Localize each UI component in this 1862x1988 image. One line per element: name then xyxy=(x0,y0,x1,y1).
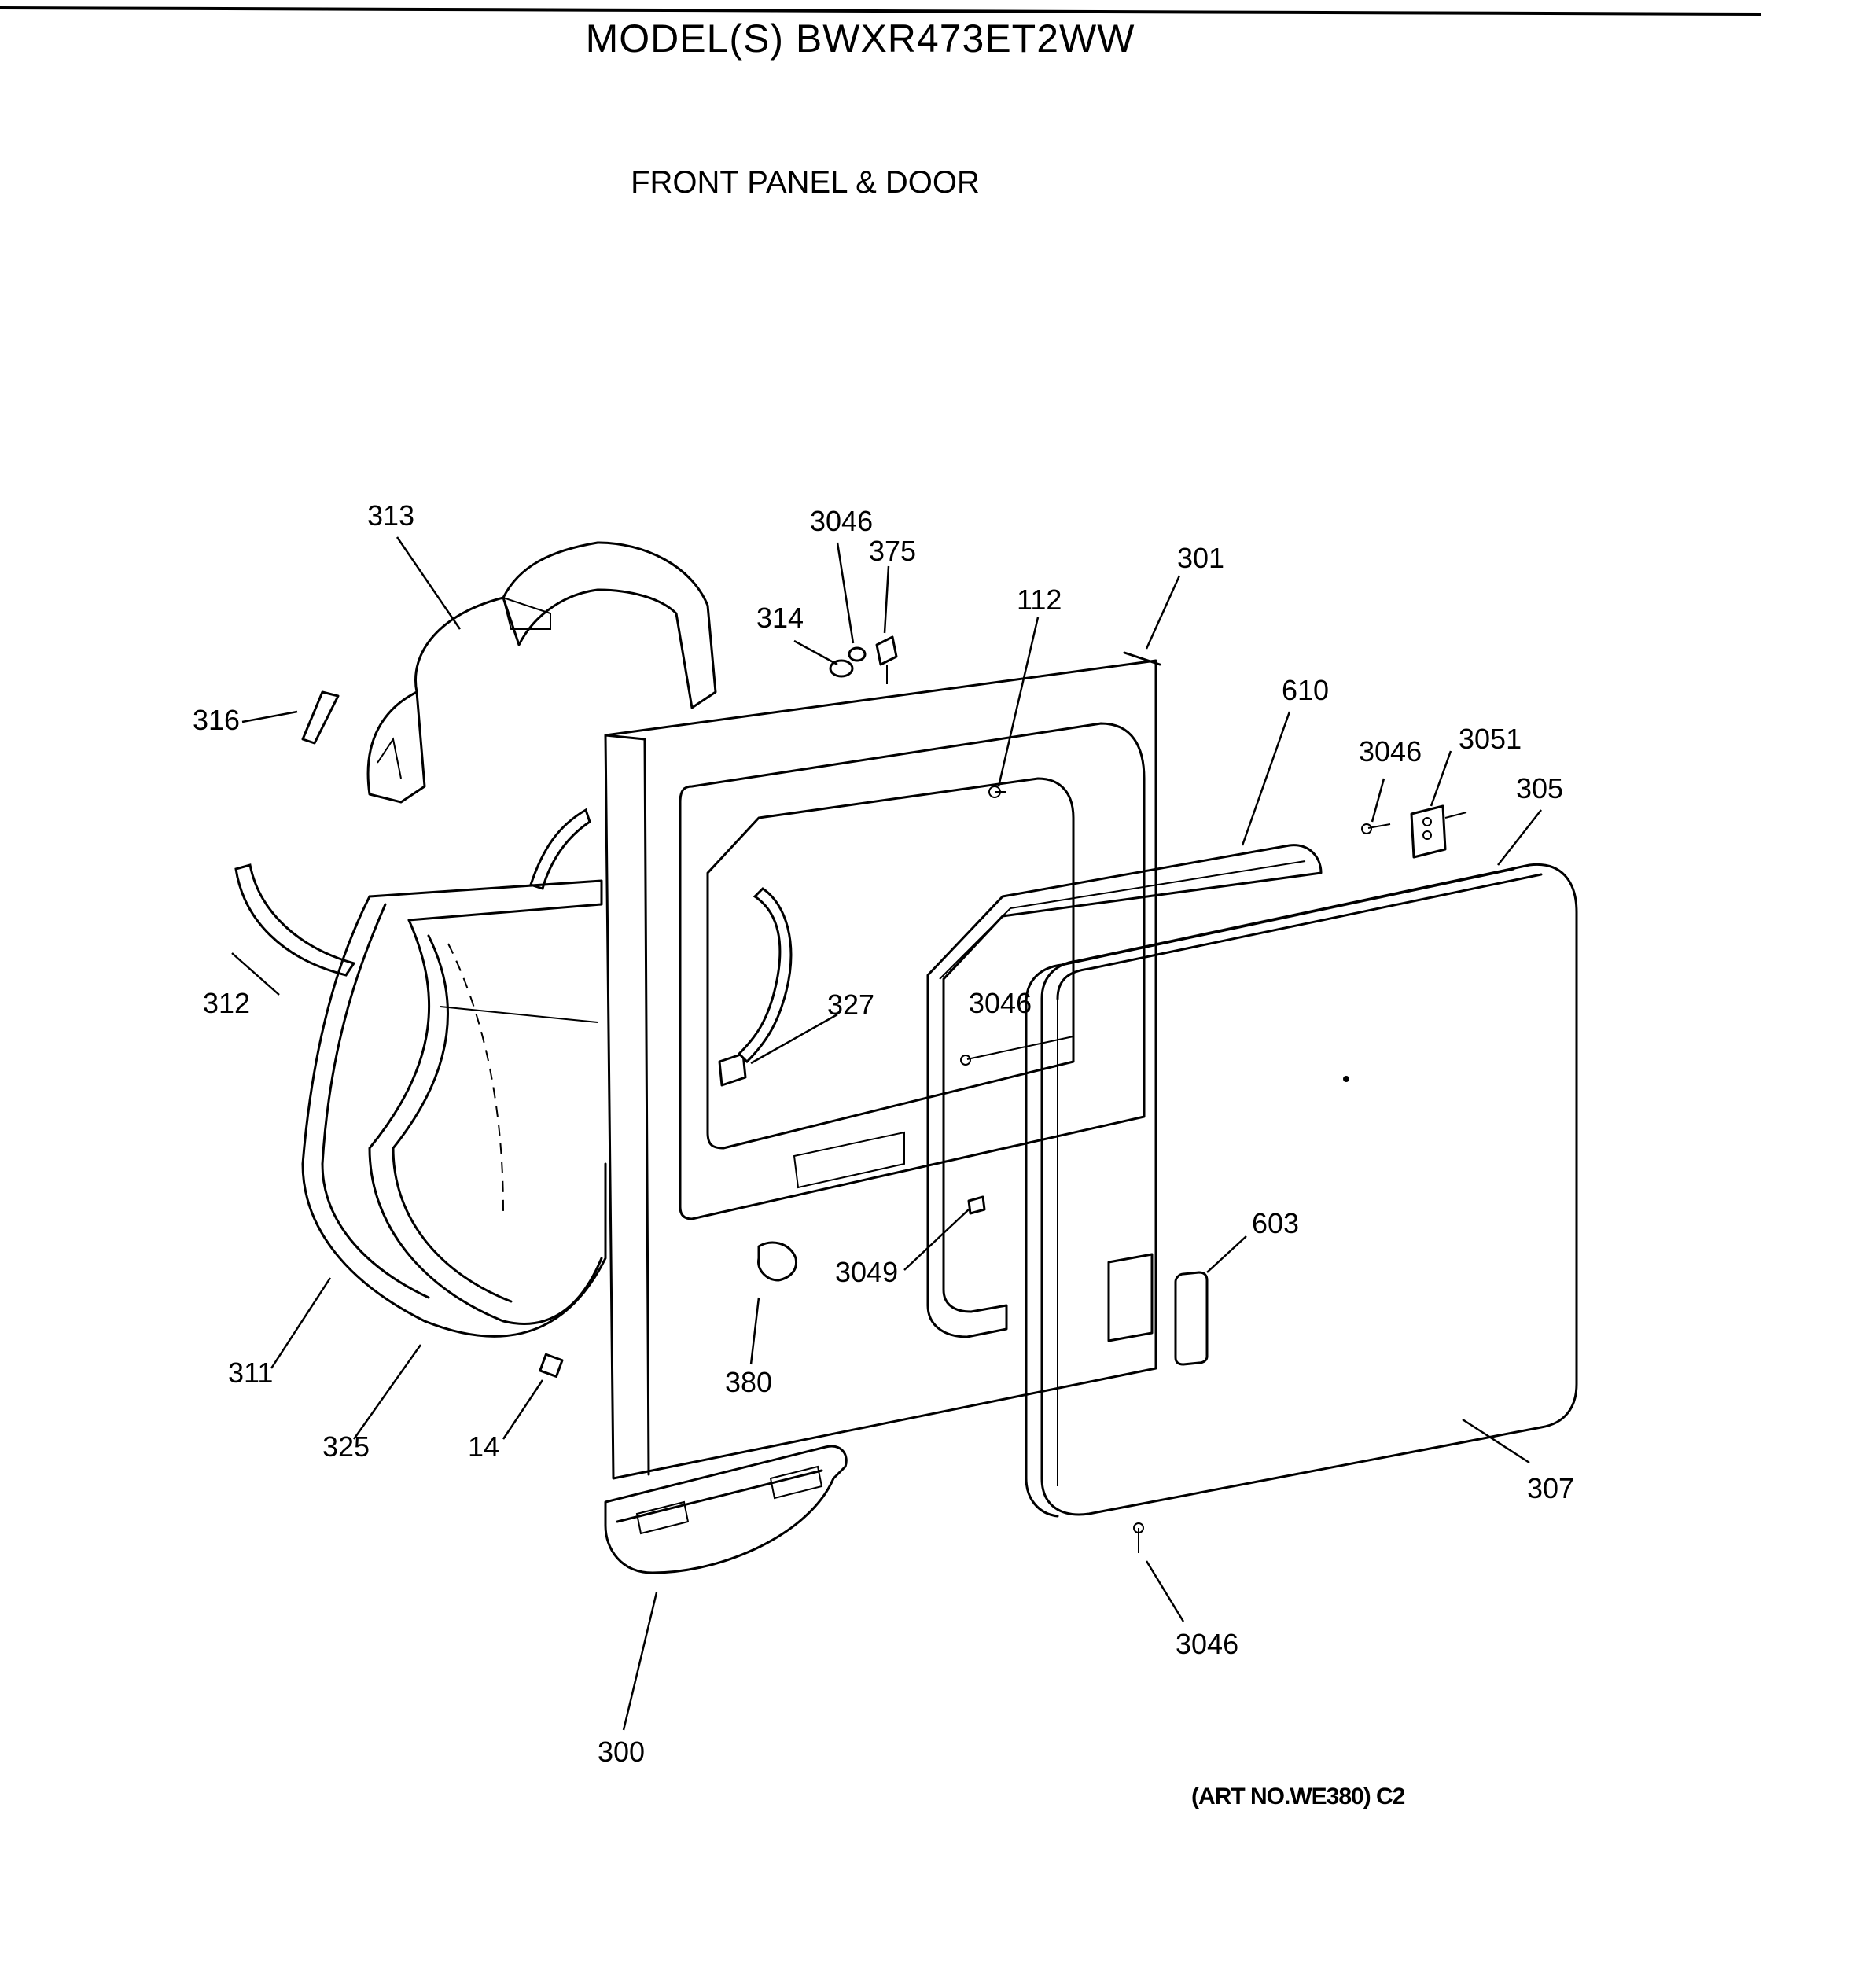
control-panel-icon xyxy=(604,1445,848,1574)
callout-375: 375 xyxy=(869,535,916,567)
callout-316: 316 xyxy=(193,704,240,736)
top-rule xyxy=(0,6,1762,16)
callout-327: 327 xyxy=(827,988,874,1021)
callout-380: 380 xyxy=(725,1366,772,1398)
callout-301: 301 xyxy=(1177,542,1224,574)
callout-311: 311 xyxy=(228,1357,273,1389)
clip-icon xyxy=(539,1353,564,1378)
socket-icon xyxy=(757,1241,798,1282)
callout-3046-door: 3046 xyxy=(969,987,1032,1019)
callout-610: 610 xyxy=(1282,674,1329,706)
art-number: (ART NO.WE380) C2 xyxy=(1191,1784,1405,1809)
callout-305: 305 xyxy=(1516,772,1563,804)
felt-seal-icon xyxy=(234,863,356,977)
callout-3046-bottom: 3046 xyxy=(1176,1628,1238,1660)
latch-parts-icon xyxy=(829,635,898,684)
front-panel-icon xyxy=(604,651,1161,1480)
section-title: FRONT PANEL & DOOR xyxy=(631,165,980,200)
callout-3049: 3049 xyxy=(835,1256,898,1288)
callout-3046-hinge: 3046 xyxy=(1359,735,1422,768)
callout-603: 603 xyxy=(1252,1207,1299,1239)
callout-314: 314 xyxy=(756,602,804,634)
callout-325: 325 xyxy=(322,1430,370,1463)
callout-313: 313 xyxy=(367,499,414,532)
callout-300: 300 xyxy=(598,1736,645,1768)
bulkhead-ring-icon xyxy=(366,541,717,804)
callout-labels: 313 3046 375 314 301 112 316 610 3046 30… xyxy=(193,499,1574,1768)
door-gasket-icon xyxy=(926,844,1323,1338)
callout-307: 307 xyxy=(1527,1472,1574,1504)
harness-icon xyxy=(737,887,793,1064)
door-icon xyxy=(1025,863,1578,1518)
callout-312: 312 xyxy=(203,987,250,1019)
felt-seal-upper-icon xyxy=(529,808,591,890)
callout-14: 14 xyxy=(468,1430,499,1463)
screw-icon xyxy=(960,823,1391,1553)
strip-icon xyxy=(301,690,340,745)
callout-112: 112 xyxy=(1017,584,1062,616)
model-title: MODEL(S) BWXR473ET2WW xyxy=(585,17,1135,61)
callout-3046-top: 3046 xyxy=(810,505,873,537)
connector-icon xyxy=(967,1195,986,1215)
callout-3051: 3051 xyxy=(1459,723,1522,755)
bulkhead-duct-icon xyxy=(301,879,607,1338)
switch-icon xyxy=(718,1052,747,1087)
leader-lines xyxy=(231,536,1542,1731)
hinge-icon xyxy=(1410,804,1467,859)
